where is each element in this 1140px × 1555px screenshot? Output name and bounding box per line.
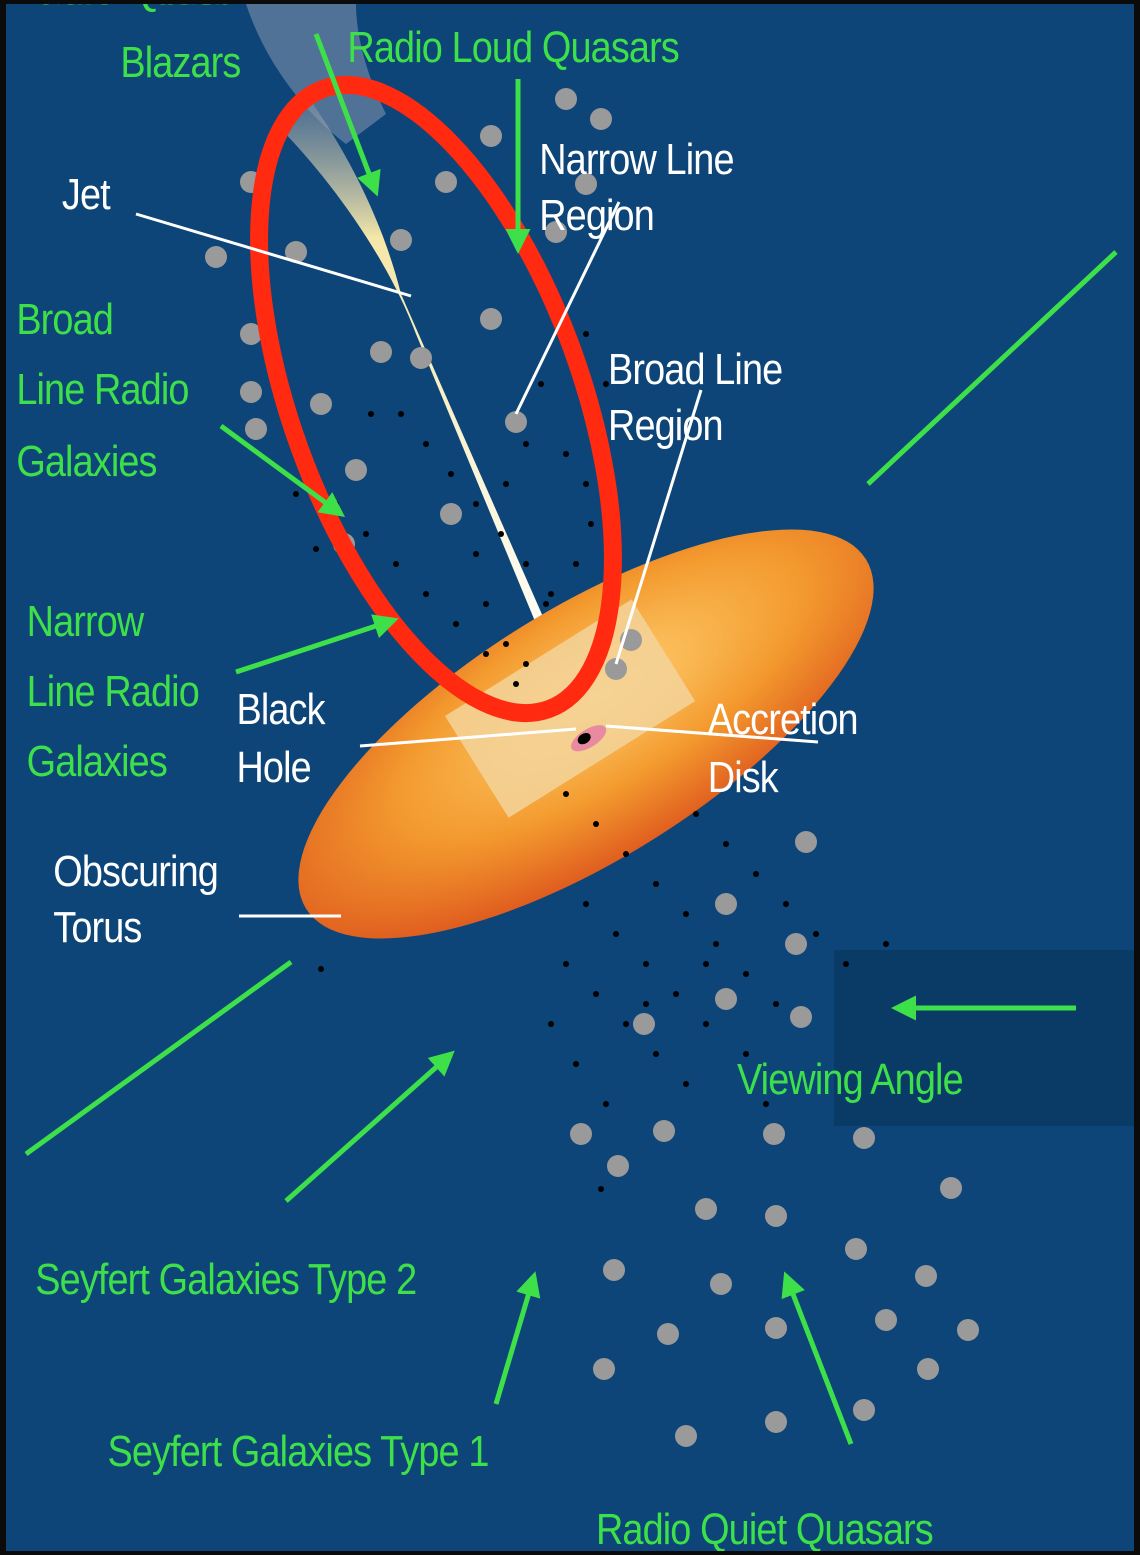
label-black-hole-1: Black — [236, 684, 325, 733]
label-narrow-line-radio-galaxies-2: Line Radio — [27, 666, 199, 715]
label-radio-loud-quasars: Radio Loud Quasars — [347, 22, 679, 71]
label-obscuring-torus-2: Torus — [53, 902, 142, 951]
label-jet: Jet — [62, 169, 111, 218]
label-radio-quiet-quasars: Radio Quiet Quasars — [596, 1504, 933, 1551]
jet-shape — [276, 94, 566, 672]
label-seyfert-type-2: Seyfert Galaxies Type 2 — [35, 1254, 416, 1303]
label-black-hole-2: Hole — [236, 742, 310, 791]
label-broad-line-radio-galaxies-1: Broad — [16, 294, 113, 343]
label-narrow-line-region-2: Region — [539, 190, 654, 239]
label-broad-line-radio-galaxies-3: Galaxies — [16, 436, 157, 485]
label-radio-quiet: Radio Quiet — [6, 4, 228, 14]
label-narrow-line-region-1: Narrow Line — [539, 134, 733, 183]
label-broad-line-radio-galaxies-2: Line Radio — [16, 364, 188, 413]
agn-unified-model-diagram: Blazars Radio Loud Quasars Broad Line Ra… — [6, 4, 1134, 1551]
label-viewing-angle: Viewing Angle — [737, 1054, 963, 1103]
label-narrow-line-radio-galaxies-3: Galaxies — [27, 736, 168, 785]
label-accretion-disk-1: Accretion — [708, 694, 858, 743]
label-broad-line-region-1: Broad Line — [608, 344, 782, 393]
label-broad-line-region-2: Region — [608, 400, 723, 449]
label-accretion-disk-2: Disk — [708, 752, 779, 801]
diagram-canvas: Blazars Radio Loud Quasars Broad Line Ra… — [6, 4, 1134, 1551]
label-seyfert-type-1: Seyfert Galaxies Type 1 — [107, 1426, 488, 1475]
label-blazars: Blazars — [120, 37, 240, 86]
label-narrow-line-radio-galaxies-1: Narrow — [27, 596, 145, 645]
label-obscuring-torus-1: Obscuring — [53, 846, 218, 895]
